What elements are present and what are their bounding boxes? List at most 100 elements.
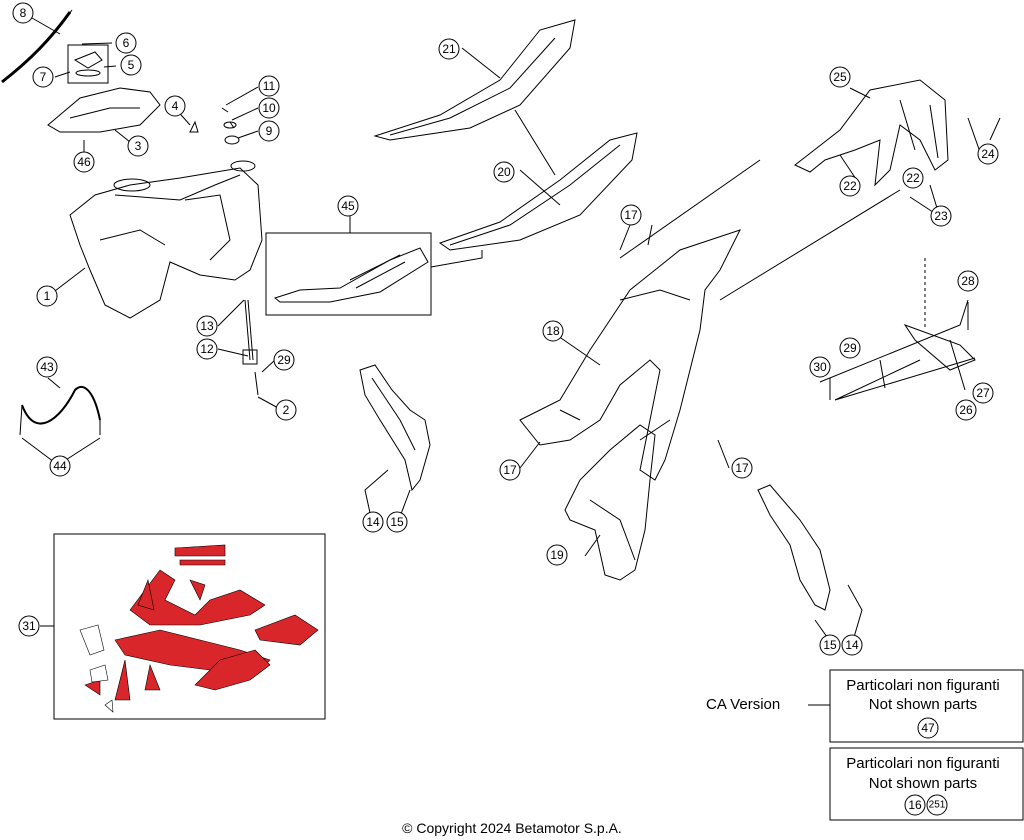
callout-label: 7 bbox=[40, 70, 47, 84]
callout-5 bbox=[120, 54, 142, 76]
callout-label: 43 bbox=[40, 360, 54, 374]
callout-7 bbox=[32, 66, 54, 88]
callout-43 bbox=[36, 356, 58, 378]
callout-17c bbox=[731, 457, 753, 479]
callout-label: 4 bbox=[172, 99, 179, 113]
callout-26 bbox=[955, 399, 977, 421]
copyright-footer: © Copyright 2024 Betamotor S.p.A. bbox=[402, 820, 622, 836]
callout-9 bbox=[258, 120, 280, 142]
callout-label: 3 bbox=[135, 139, 142, 153]
side-panel-18 bbox=[519, 229, 741, 481]
callout-label: 5 bbox=[128, 58, 135, 72]
callout-label: 9 bbox=[266, 124, 273, 138]
rear-frame-25 bbox=[794, 79, 949, 187]
frame-guard-left bbox=[359, 364, 431, 492]
callout-label: 28 bbox=[961, 274, 975, 288]
callout-22b bbox=[902, 167, 924, 189]
callout-label: 44 bbox=[53, 459, 67, 473]
callout-14b bbox=[841, 634, 863, 656]
callout-label: 27 bbox=[976, 386, 990, 400]
callout-label: 21 bbox=[442, 42, 456, 56]
callout-label: 29 bbox=[843, 341, 857, 355]
callout-45 bbox=[337, 195, 359, 217]
callout-18 bbox=[542, 320, 564, 342]
callout-44 bbox=[49, 455, 71, 477]
callout-27 bbox=[972, 382, 994, 404]
callout-29a bbox=[273, 349, 295, 371]
callout-12 bbox=[196, 338, 218, 360]
callout-label: 14 bbox=[845, 638, 859, 652]
callout-label: 45 bbox=[341, 199, 355, 213]
callout-46 bbox=[73, 151, 95, 173]
callout-label: 18 bbox=[546, 324, 560, 338]
callout-label: 15 bbox=[823, 638, 837, 652]
callout-label: 23 bbox=[934, 209, 948, 223]
callout-label: 19 bbox=[550, 548, 564, 562]
ca-version-label: CA Version bbox=[706, 696, 781, 713]
side-panel-19 bbox=[564, 424, 656, 581]
callout-label: 13 bbox=[200, 319, 214, 333]
callout-15a bbox=[386, 511, 408, 533]
ca-box-line1: Particolari non figuranti bbox=[846, 677, 999, 694]
callout-label: 29 bbox=[277, 353, 291, 367]
box-line1: Particolari non figuranti bbox=[846, 755, 999, 772]
callout-label: 14 bbox=[366, 515, 380, 529]
callout-20 bbox=[493, 161, 515, 183]
callout-label: 1 bbox=[44, 289, 51, 303]
part-45-box bbox=[265, 232, 432, 316]
hose-43 bbox=[21, 385, 101, 425]
callout-label: 15 bbox=[390, 515, 404, 529]
callout-label: 8 bbox=[20, 6, 27, 20]
callout-label: 20 bbox=[497, 165, 511, 179]
callout-label: 26 bbox=[959, 403, 973, 417]
part-47-label: 47 bbox=[921, 721, 935, 735]
ca-box-line2: Not shown parts bbox=[869, 696, 977, 713]
callout-label: 17 bbox=[624, 208, 638, 222]
callout-22a bbox=[839, 175, 861, 197]
callout-29b bbox=[839, 337, 861, 359]
callouts bbox=[12, 2, 999, 656]
ca-not-shown-box bbox=[829, 669, 1024, 743]
callout-25 bbox=[829, 66, 851, 88]
seat-21 bbox=[373, 19, 576, 141]
callout-label: 24 bbox=[981, 147, 995, 161]
decal-kit-31 bbox=[84, 544, 319, 701]
callout-17b bbox=[499, 459, 521, 481]
callout-1 bbox=[36, 285, 58, 307]
callout-3 bbox=[127, 135, 149, 157]
callout-17a bbox=[620, 204, 642, 226]
callout-label: 10 bbox=[262, 101, 276, 115]
callout-14a bbox=[362, 511, 384, 533]
callout-label: 17 bbox=[503, 463, 517, 477]
callout-4 bbox=[164, 95, 186, 117]
callout-label: 12 bbox=[200, 342, 214, 356]
callout-19 bbox=[546, 544, 568, 566]
callout-23 bbox=[930, 205, 952, 227]
callout-15b bbox=[819, 634, 841, 656]
callout-label: 30 bbox=[813, 360, 827, 374]
part-251-label: 251 bbox=[929, 800, 946, 811]
callout-30 bbox=[809, 356, 831, 378]
fuel-tank bbox=[69, 167, 263, 319]
frame-guard-right bbox=[757, 484, 831, 611]
callout-label: 6 bbox=[123, 36, 130, 50]
callout-label: 22 bbox=[843, 179, 857, 193]
callout-label: 22 bbox=[906, 171, 920, 185]
plate-bracket bbox=[903, 324, 976, 371]
callout-13 bbox=[196, 315, 218, 337]
callout-10 bbox=[258, 97, 280, 119]
callout-28 bbox=[957, 270, 979, 292]
callout-31 bbox=[18, 615, 40, 637]
callout-label: 11 bbox=[263, 79, 276, 93]
callout-11 bbox=[258, 75, 280, 97]
callout-21 bbox=[438, 38, 460, 60]
callout-8 bbox=[12, 2, 34, 24]
callout-label: 31 bbox=[22, 619, 36, 633]
callout-label: 46 bbox=[77, 155, 91, 169]
not-shown-box bbox=[829, 747, 1024, 821]
box-line2: Not shown parts bbox=[869, 775, 977, 792]
callout-label: 17 bbox=[735, 461, 749, 475]
tank-cover bbox=[47, 87, 161, 133]
callout-24 bbox=[977, 143, 999, 165]
